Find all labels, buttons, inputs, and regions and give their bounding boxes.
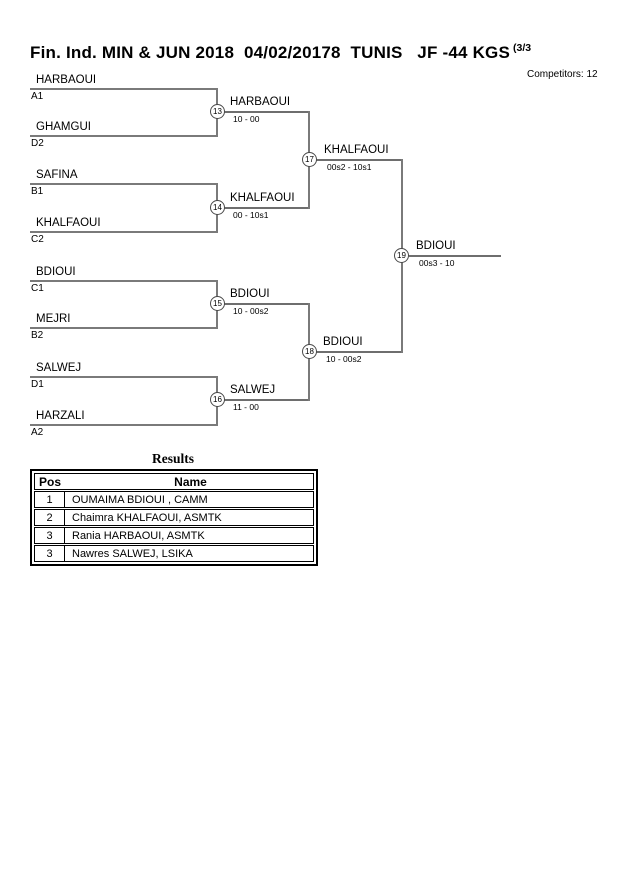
match-number-badge: 17	[302, 152, 317, 167]
winner-name: HARBAOUI	[230, 96, 291, 108]
match-score: 10 - 00s2	[326, 354, 362, 364]
page-title-text: Fin. Ind. MIN & JUN 2018 04/02/20178 TUN…	[30, 43, 511, 62]
bracket-line	[30, 376, 218, 378]
winner-name: KHALFAOUI	[230, 192, 295, 204]
result-pos: 2	[35, 510, 65, 525]
match-number-badge: 16	[210, 392, 225, 407]
match-score: 00s2 - 10s1	[327, 162, 372, 172]
competitor-name: SALWEJ	[36, 362, 82, 374]
results-table: Pos Name 1 OUMAIMA BDIOUI , CAMM 2 Chaim…	[30, 469, 318, 566]
competitor-name: BDIOUI	[36, 266, 76, 278]
seed-label: C2	[31, 234, 44, 245]
match-number-badge: 19	[394, 248, 409, 263]
winner-name: KHALFAOUI	[324, 144, 389, 156]
competitors-count: Competitors: 12	[527, 69, 598, 80]
result-name: Chaimra KHALFAOUI, ASMTK	[72, 511, 222, 524]
table-row: 2 Chaimra KHALFAOUI, ASMTK	[34, 509, 314, 526]
bracket-line	[30, 183, 218, 185]
page-title: Fin. Ind. MIN & JUN 2018 04/02/20178 TUN…	[30, 42, 531, 63]
seed-label: B1	[31, 186, 44, 197]
winner-name: BDIOUI	[323, 336, 363, 348]
match-score: 10 - 00	[233, 114, 260, 124]
winner-name: SALWEJ	[230, 384, 276, 396]
table-row: 1 OUMAIMA BDIOUI , CAMM	[34, 491, 314, 508]
winner-name: BDIOUI	[230, 288, 270, 300]
results-header-name: Name	[174, 474, 207, 489]
results-title: Results	[151, 451, 194, 466]
bracket-line	[30, 327, 218, 329]
match-number-badge: 14	[210, 200, 225, 215]
match-score: 10 - 00s2	[233, 306, 269, 316]
result-name: Nawres SALWEJ, LSIKA	[72, 547, 193, 560]
seed-label: A2	[31, 427, 44, 438]
result-pos: 3	[35, 546, 65, 561]
match-score: 11 - 00	[233, 402, 259, 412]
competitor-name: HARZALI	[36, 410, 85, 422]
bracket-line	[30, 280, 218, 282]
match-number-badge: 18	[302, 344, 317, 359]
winner-line	[409, 255, 501, 257]
bracket-line	[30, 424, 218, 426]
seed-label: D2	[31, 138, 44, 149]
table-row: 3 Nawres SALWEJ, LSIKA	[34, 545, 314, 562]
sheet-number: (3/3	[513, 42, 532, 54]
table-row: 3 Rania HARBAOUI, ASMTK	[34, 527, 314, 544]
bracket-line	[30, 88, 218, 90]
competitor-name: SAFINA	[36, 169, 78, 181]
bracket-line	[30, 231, 218, 233]
match-number-badge: 13	[210, 104, 225, 119]
match-number-badge: 15	[210, 296, 225, 311]
result-pos: 3	[35, 528, 65, 543]
seed-label: B2	[31, 330, 44, 341]
competitor-name: HARBAOUI	[36, 74, 97, 86]
result-name: Rania HARBAOUI, ASMTK	[72, 529, 205, 542]
competitor-name: GHAMGUI	[36, 121, 91, 133]
result-name: OUMAIMA BDIOUI , CAMM	[72, 493, 208, 506]
match-score: 00 - 10s1	[233, 210, 269, 220]
results-header-row: Pos Name	[34, 473, 314, 490]
bracket-line	[30, 135, 218, 137]
winner-line	[316, 159, 403, 161]
seed-label: D1	[31, 379, 44, 390]
match-score: 00s3 - 10	[419, 258, 455, 268]
winner-line	[316, 351, 403, 353]
winner-line	[222, 207, 310, 209]
competitor-name: MEJRI	[36, 313, 71, 325]
results-header-pos: Pos	[39, 474, 62, 489]
result-pos: 1	[35, 492, 65, 507]
winner-name: BDIOUI	[416, 240, 456, 252]
seed-label: C1	[31, 283, 44, 294]
winner-line	[222, 111, 310, 113]
winner-line	[222, 303, 310, 305]
winner-line	[222, 399, 310, 401]
competitor-name: KHALFAOUI	[36, 217, 101, 229]
seed-label: A1	[31, 91, 44, 102]
